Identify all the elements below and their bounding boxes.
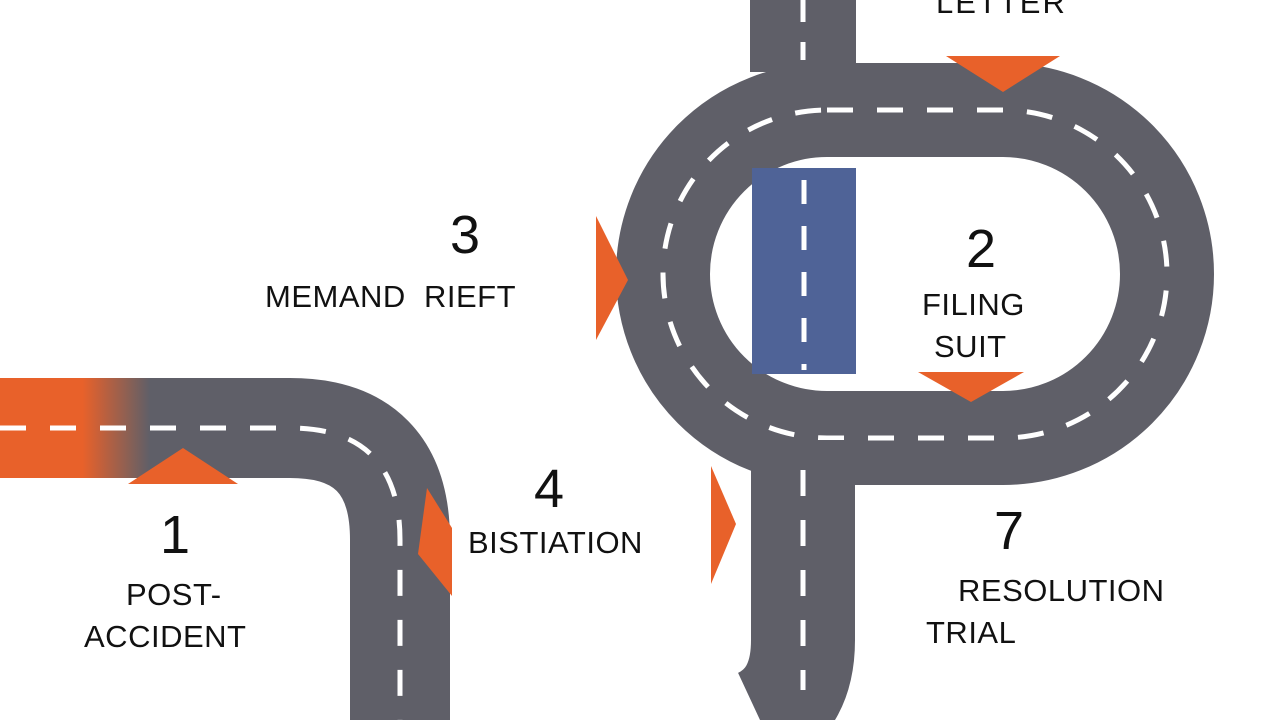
step-2-label-line2: SUIT bbox=[934, 329, 1007, 364]
step-4-label: BISTIATION bbox=[468, 525, 643, 560]
top-vertical-road bbox=[750, 0, 856, 72]
left-road bbox=[0, 378, 450, 720]
marker-left-curve bbox=[418, 488, 452, 596]
step-2-number: 2 bbox=[966, 219, 997, 279]
step-1-label-line2: ACCIDENT bbox=[84, 619, 247, 654]
step-1-label-line1: POST- bbox=[126, 577, 222, 612]
step-1-number: 1 bbox=[160, 505, 191, 565]
step-2-label-line1: FILING bbox=[922, 287, 1025, 322]
marker-top bbox=[946, 56, 1060, 92]
marker-post-accident bbox=[128, 448, 238, 484]
lower-vertical-road bbox=[735, 440, 855, 720]
marker-step3 bbox=[596, 216, 628, 340]
step-7-label-line1: RESOLUTION bbox=[958, 573, 1165, 608]
step-4-number: 4 bbox=[534, 459, 565, 519]
top-label: LETTER bbox=[936, 0, 1067, 20]
blue-lane bbox=[752, 168, 856, 374]
marker-filing bbox=[918, 372, 1024, 402]
step-7-number: 7 bbox=[994, 501, 1025, 561]
step-3-label: MEMAND RIEFT bbox=[265, 279, 517, 314]
upper-loop-road bbox=[616, 63, 1214, 485]
step-7-label-line2: TRIAL bbox=[926, 615, 1017, 650]
step-3-number: 3 bbox=[450, 205, 481, 265]
marker-step4 bbox=[711, 466, 736, 584]
